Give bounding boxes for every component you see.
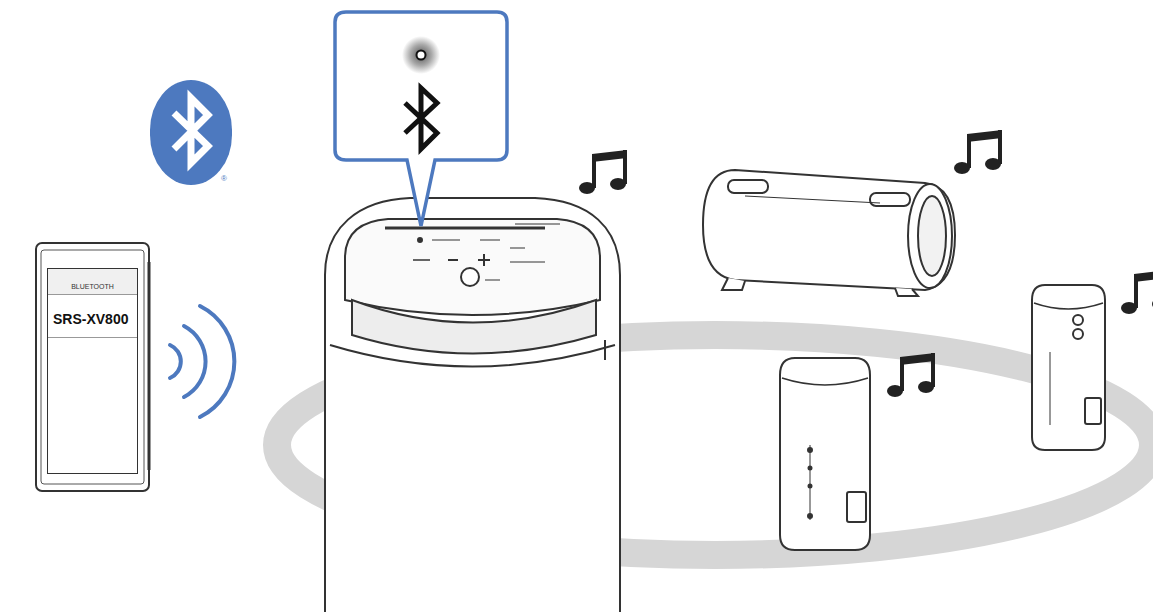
main-speaker-part <box>485 280 500 281</box>
vertical-speaker-front-part <box>810 445 811 520</box>
callout-bubble-part <box>405 88 437 149</box>
main-speaker-part <box>413 259 430 261</box>
main-speaker-part <box>510 262 545 263</box>
vertical-speaker-back-part <box>1073 315 1083 325</box>
main-speaker-part <box>515 224 560 225</box>
horizontal-speaker-part <box>895 288 918 296</box>
vertical-speaker-front-part <box>847 492 866 522</box>
vertical-speaker-front-part <box>809 485 812 488</box>
vertical-speaker-front-part <box>809 467 812 470</box>
vertical-speaker-back-part <box>1050 352 1051 425</box>
vertical-speaker-back-part <box>1085 398 1101 424</box>
horizontal-speaker-part <box>728 180 768 193</box>
music-notes-part <box>579 150 627 194</box>
horizontal-speaker-part <box>918 196 946 276</box>
vertical-speaker-back-part <box>1034 303 1103 309</box>
main-speaker-part <box>352 300 596 354</box>
main-speaker <box>325 198 620 612</box>
wireless-waves <box>170 306 234 417</box>
vertical-speaker-back-part <box>1032 285 1105 450</box>
main-speaker-part <box>510 248 525 249</box>
screen-header: BLUETOOTH <box>48 269 137 295</box>
callout-bubble-part <box>402 36 440 74</box>
callout-bubble-part <box>335 12 507 226</box>
callout-bubble <box>335 12 507 226</box>
bluetooth-logo-part <box>174 98 208 163</box>
horizontal-speaker-part <box>908 184 952 288</box>
vertical-speaker-front-part <box>782 378 868 385</box>
music-notes-part <box>954 130 1002 174</box>
vertical-speaker-back-part <box>1073 329 1083 339</box>
phone-outline-part <box>41 250 144 484</box>
horizontal-speaker-part <box>722 278 745 290</box>
vertical-speaker-front-part <box>808 514 812 518</box>
callout-bubble-part <box>417 51 426 60</box>
wireless-waves-part <box>184 326 206 397</box>
device-name: SRS-XV800 <box>48 295 137 338</box>
phone-outline <box>36 243 149 491</box>
music-notes-part <box>1121 270 1153 314</box>
main-speaker-part <box>461 268 479 286</box>
main-speaker-part <box>345 219 600 315</box>
music-notes <box>579 130 1153 397</box>
main-speaker-part <box>483 254 485 266</box>
horizontal-speaker-part <box>870 193 910 206</box>
phone-outline-part <box>36 243 149 491</box>
wireless-waves-part <box>200 306 234 417</box>
vertical-speaker-front-part <box>808 448 812 452</box>
wireless-waves-part <box>170 345 181 378</box>
bluetooth-logo-part <box>150 80 232 185</box>
vertical-speaker-front <box>780 358 870 550</box>
main-speaker-part <box>448 259 458 261</box>
vertical-speaker-back <box>1032 285 1105 450</box>
main-speaker-part <box>385 227 545 230</box>
main-speaker-part <box>325 198 620 612</box>
registered-mark: ® <box>221 174 227 183</box>
main-speaker-part <box>418 238 422 242</box>
horizontal-speaker <box>703 170 955 296</box>
music-notes-part <box>887 353 935 397</box>
horizontal-speaker-part <box>703 170 955 290</box>
vertical-speaker-front-part <box>780 358 870 550</box>
bluetooth-logo <box>150 80 232 185</box>
phone-outline-part <box>148 262 151 470</box>
phone-screen: BLUETOOTHSRS-XV800 <box>47 268 138 474</box>
main-speaker-part <box>480 240 500 241</box>
main-speaker-part <box>604 340 606 360</box>
horizontal-speaker-part <box>745 196 880 203</box>
main-speaker-part <box>432 240 460 241</box>
